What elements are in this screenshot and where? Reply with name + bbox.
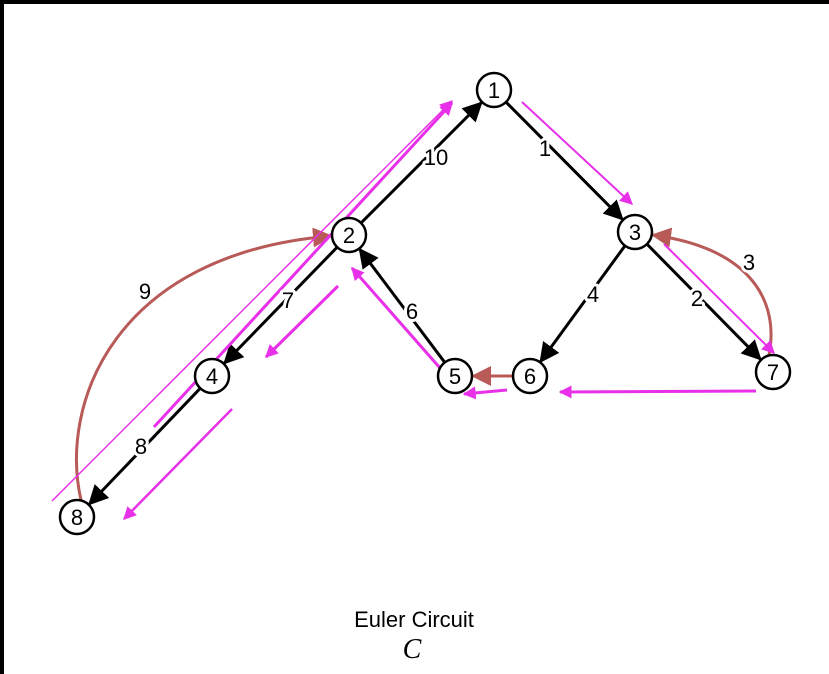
circuit-step-arrow-1 [521, 101, 633, 205]
edge-label-2: 2 [691, 286, 703, 311]
node-circle [58, 498, 96, 536]
node-label: 6 [524, 364, 536, 389]
edge-4-8 [88, 387, 202, 506]
edge-label-3: 3 [743, 250, 755, 275]
node-circle [475, 71, 513, 109]
edge-label-10: 10 [424, 145, 448, 170]
euler-circuit-diagram: 1 2 3 4 6 7 8 9 10 1 2 3 4 5 6 7 8 Euler Circuit C [51, 71, 792, 665]
node-label: 4 [206, 364, 218, 389]
diagram-frame: 1 2 3 4 6 7 8 9 10 1 2 3 4 5 6 7 8 Euler Circuit C [4, 4, 829, 674]
edge-label-1: 1 [539, 136, 551, 161]
node-label: 7 [767, 360, 779, 385]
node-label: 8 [71, 505, 83, 530]
edge-1-3 [504, 101, 624, 221]
node-7: 7 [754, 353, 792, 391]
edge-8-2 [75, 227, 333, 501]
node-6: 6 [511, 357, 549, 395]
node-label: 2 [343, 223, 355, 248]
node-circle [193, 357, 231, 395]
edge-label-8: 8 [135, 434, 147, 459]
edge-7-3 [651, 227, 773, 356]
node-circle [616, 213, 654, 251]
circuit-step-arrow-5 [350, 267, 442, 369]
node-4: 4 [193, 357, 231, 395]
edge-3-7 [645, 243, 762, 361]
circuit-step-arrow-7 [123, 408, 233, 520]
node-3: 3 [616, 213, 654, 251]
edge-2-1 [359, 101, 483, 225]
circuit-step-arrow-2 [663, 243, 775, 354]
edge-label-4: 4 [587, 282, 599, 307]
node-circle [511, 357, 549, 395]
node-circle [330, 216, 368, 254]
circuit-step-arrow-4 [462, 386, 508, 400]
edge-3-6 [539, 244, 627, 364]
circuit-step-arrow-8 [51, 100, 453, 502]
node-circle [754, 353, 792, 391]
circuit-step-arrow-3 [558, 385, 757, 399]
node-1: 1 [475, 71, 513, 109]
edge-5-2 [358, 247, 446, 364]
node-2: 2 [330, 216, 368, 254]
caption-symbol: C [403, 634, 422, 665]
edge-label-6: 6 [406, 299, 418, 324]
node-5: 5 [436, 357, 474, 395]
edge-label-9: 9 [139, 279, 151, 304]
caption-title: Euler Circuit [354, 607, 474, 632]
edge-2-4 [223, 246, 339, 365]
node-label: 1 [488, 78, 500, 103]
node-label: 3 [629, 220, 641, 245]
circuit-step-arrow-6 [264, 284, 340, 359]
edge-label-7: 7 [282, 288, 294, 313]
node-circle [436, 357, 474, 395]
node-label: 5 [449, 364, 461, 389]
node-8: 8 [58, 498, 96, 536]
